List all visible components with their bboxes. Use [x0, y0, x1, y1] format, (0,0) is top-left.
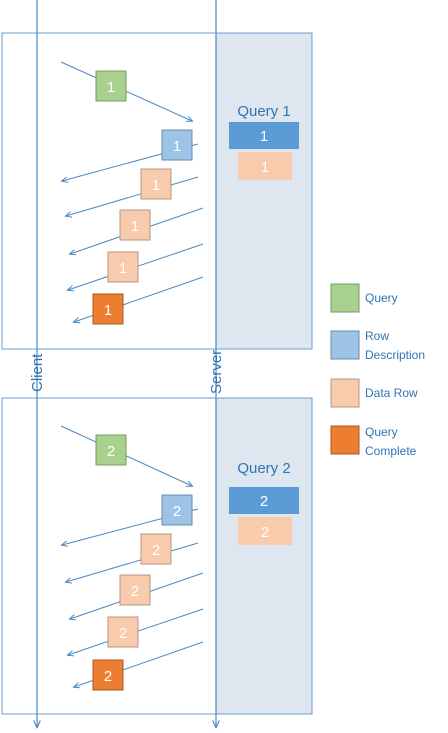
legend-label-row-description-line1: Row	[365, 329, 389, 343]
result-header-box	[229, 487, 299, 514]
server-region	[216, 33, 312, 349]
result-header-box	[229, 122, 299, 149]
row-description-message	[161, 494, 193, 526]
data-row-message-label: 2	[152, 542, 160, 559]
result-row-box	[238, 517, 292, 545]
legend-label-query-complete-line1: Query	[365, 425, 398, 439]
legend-label-query: Query	[365, 291, 398, 305]
client-label: Client	[29, 353, 46, 392]
data-row-message-label: 2	[119, 625, 127, 642]
panel-frame	[1, 397, 313, 715]
legend-swatch-query-complete	[330, 425, 360, 455]
panel-frame	[1, 32, 313, 350]
legend-swatch-query	[330, 283, 360, 313]
legend-label-data-row: Data Row	[365, 386, 418, 400]
data-row-message	[107, 251, 139, 283]
data-row-message-label: 1	[131, 218, 139, 235]
result-row-box	[238, 152, 292, 180]
data-row-message	[140, 533, 172, 565]
query-message	[95, 434, 127, 466]
query-complete-message-label: 2	[104, 668, 112, 685]
legend-swatch-row-description	[330, 330, 360, 360]
row-description-message-label: 2	[173, 503, 181, 520]
query-title: Query 1	[237, 103, 290, 120]
result-header-label: 1	[260, 128, 268, 145]
query-panel-2: Query 2 2 2 2 2 2 2 2 2	[1, 397, 313, 715]
data-row-message	[107, 616, 139, 648]
data-row-message	[119, 574, 151, 606]
data-row-message-arrow	[66, 176, 199, 216]
legend-label-query-complete-line2: Complete	[365, 444, 417, 458]
legend-label-row-description-line2: Description	[365, 348, 425, 362]
server-label: Server	[208, 350, 225, 394]
query-message-label: 1	[107, 79, 115, 96]
query-complete-message-label: 1	[104, 302, 112, 319]
row-description-message-label: 1	[173, 138, 181, 155]
data-row-message-label: 2	[131, 583, 139, 600]
data-row-message-label: 1	[119, 260, 127, 277]
legend: Query Row Description Data Row Query Com…	[330, 283, 425, 458]
query-panel-1: Query 1 1 1 1 1 1 1 1 1	[1, 32, 313, 350]
data-row-message	[119, 209, 151, 241]
legend-swatch-data-row	[330, 378, 360, 408]
legend-label-query-complete: Query Complete	[365, 425, 417, 458]
query-complete-message	[92, 293, 124, 325]
result-row-label: 2	[261, 524, 269, 541]
data-row-message	[140, 168, 172, 200]
server-region	[216, 398, 312, 714]
row-description-message	[161, 129, 193, 161]
query-title: Query 2	[237, 460, 290, 477]
query-message	[95, 70, 127, 102]
data-row-message-label: 1	[152, 177, 160, 194]
result-row-label: 1	[261, 159, 269, 176]
result-header-label: 2	[260, 493, 268, 510]
query-message-label: 2	[107, 443, 115, 460]
query-complete-message	[92, 659, 124, 691]
legend-label-row-description: Row Description	[365, 329, 425, 362]
data-row-message-arrow	[66, 542, 199, 582]
